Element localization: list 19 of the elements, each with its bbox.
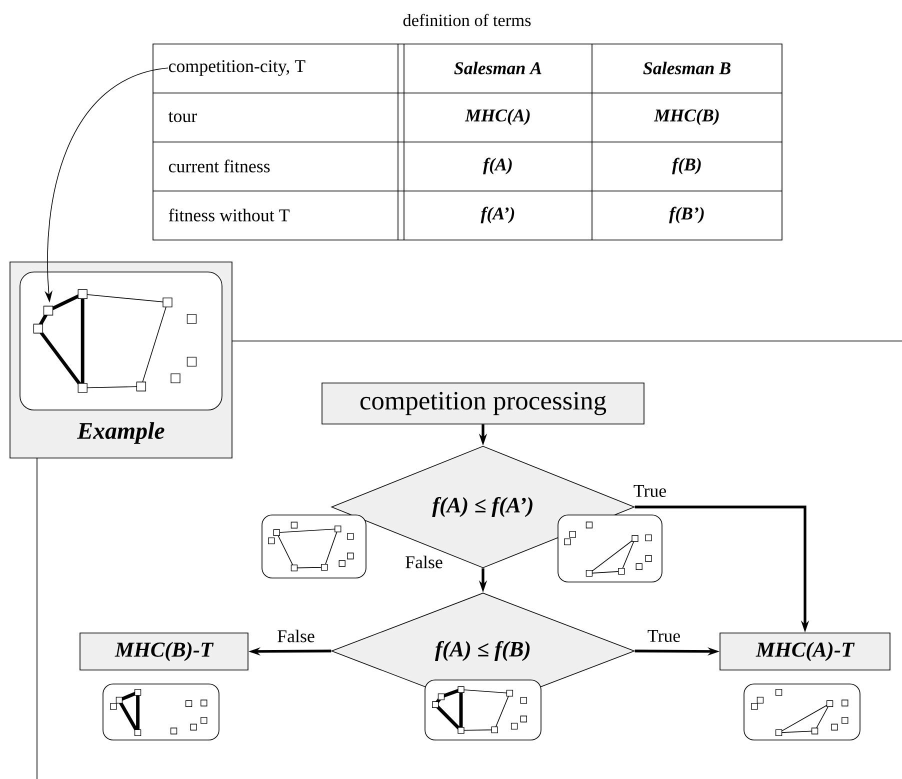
table-cell: f(B) xyxy=(672,158,701,174)
table-cell: MHC(A) xyxy=(464,108,530,126)
table-cell: f(A’) xyxy=(480,206,514,224)
table-cell: f(B’) xyxy=(669,206,704,224)
edge-label: False xyxy=(276,628,316,644)
process-box: competition processing xyxy=(322,382,644,424)
table-cell: competition-city, T xyxy=(168,60,306,76)
process-box: MHC(A)-T xyxy=(720,632,890,670)
process-box: MHC(B)-T xyxy=(80,632,248,670)
table-cell: f(A) xyxy=(483,158,512,174)
table-cell: Salesman A xyxy=(454,62,542,74)
table-cell: MHC(B) xyxy=(654,108,719,126)
edge-label: False xyxy=(404,554,444,570)
table-title: definition of terms xyxy=(403,14,531,26)
edge-label: True xyxy=(646,628,682,644)
table-cell: tour xyxy=(168,112,197,122)
table-cell: fitness without T xyxy=(168,208,290,222)
table-cell: Salesman B xyxy=(643,62,730,74)
table-cell: current fitness xyxy=(168,160,270,172)
